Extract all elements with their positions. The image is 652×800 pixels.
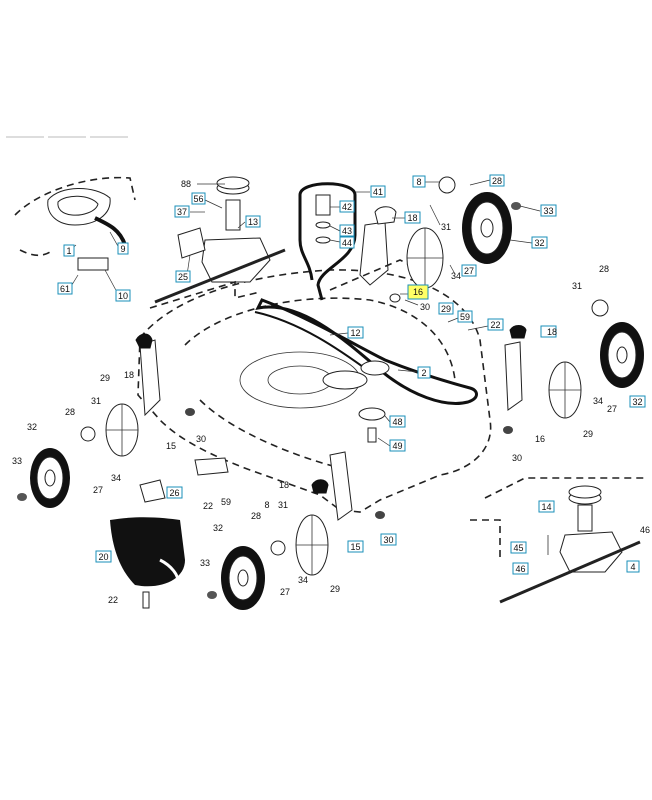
callout-29-top[interactable]: 29 (441, 304, 451, 314)
callout-18-right[interactable]: 18 (547, 327, 557, 337)
callout-20[interactable]: 20 (98, 552, 108, 562)
drive-belt (254, 298, 478, 405)
front-left-assembly (17, 333, 195, 508)
callout-32-bottom[interactable]: 32 (213, 523, 223, 533)
callout-27-left[interactable]: 27 (93, 485, 103, 495)
callout-59-mid[interactable]: 59 (221, 497, 231, 507)
rear-right-assembly (329, 176, 521, 303)
callout-4[interactable]: 4 (630, 562, 635, 572)
callout-28-left[interactable]: 28 (65, 407, 75, 417)
callout-8-bottom[interactable]: 8 (264, 500, 269, 510)
callout-46-right[interactable]: 46 (640, 525, 650, 535)
center-pulley (322, 360, 390, 443)
rear-deflector (110, 517, 185, 609)
callout-27-top[interactable]: 27 (464, 266, 474, 276)
inset-detail (298, 182, 357, 301)
gearbox-bottom (470, 477, 648, 604)
callout-15-left[interactable]: 15 (166, 441, 176, 451)
callout-32-top[interactable]: 32 (534, 238, 544, 248)
mower-deck (137, 269, 492, 513)
callout-37[interactable]: 37 (177, 207, 187, 217)
callout-49[interactable]: 49 (392, 441, 402, 451)
callout-31-top[interactable]: 31 (441, 222, 451, 232)
callout-30-left[interactable]: 30 (196, 434, 206, 444)
callout-22-mid[interactable]: 22 (203, 501, 213, 511)
callout-26[interactable]: 26 (169, 488, 179, 498)
callout-10[interactable]: 10 (118, 291, 128, 301)
callout-28-right[interactable]: 28 (599, 264, 609, 274)
callout-2[interactable]: 2 (421, 368, 426, 378)
callouts: 88 56 37 13 25 1 9 61 10 41 42 43 44 18 … (12, 174, 650, 605)
callout-56[interactable]: 56 (193, 194, 203, 204)
callout-9[interactable]: 9 (120, 244, 125, 254)
callout-34-top[interactable]: 34 (451, 271, 461, 281)
callout-13[interactable]: 13 (248, 217, 258, 227)
callout-88[interactable]: 88 (181, 179, 191, 189)
callout-61[interactable]: 61 (60, 284, 70, 294)
callout-27-bottom[interactable]: 27 (280, 587, 290, 597)
gearbox-top (149, 176, 286, 309)
callout-14[interactable]: 14 (541, 502, 551, 512)
callout-12[interactable]: 12 (350, 328, 360, 338)
callout-31-bottom[interactable]: 31 (278, 500, 288, 510)
callout-28-top[interactable]: 28 (492, 176, 502, 186)
callout-33-bottom[interactable]: 33 (200, 558, 210, 568)
callout-33-left[interactable]: 33 (12, 456, 22, 466)
callout-59-top[interactable]: 59 (460, 312, 470, 322)
callout-34-right[interactable]: 34 (593, 396, 603, 406)
callout-27-right[interactable]: 27 (607, 404, 617, 414)
callout-25-top[interactable]: 25 (178, 272, 188, 282)
callout-46[interactable]: 46 (515, 564, 525, 574)
front-right-assembly (503, 299, 644, 434)
callout-34-bottom[interactable]: 34 (298, 575, 308, 585)
callout-28-bottom[interactable]: 28 (251, 511, 261, 521)
callout-1[interactable]: 1 (66, 246, 71, 256)
callout-33-top[interactable]: 33 (543, 206, 553, 216)
callout-30-right[interactable]: 30 (512, 453, 522, 463)
leader-lines (69, 179, 541, 447)
callout-43[interactable]: 43 (342, 226, 352, 236)
callout-18-top[interactable]: 18 (407, 213, 417, 223)
callout-22-top[interactable]: 22 (490, 320, 500, 330)
callout-48[interactable]: 48 (392, 417, 402, 427)
callout-30-bottom[interactable]: 30 (383, 535, 393, 545)
callout-16-highlighted[interactable]: 16 (413, 287, 423, 297)
callout-18-left[interactable]: 18 (124, 370, 134, 380)
discharge-chute (14, 176, 136, 271)
callout-45[interactable]: 45 (513, 543, 523, 553)
callout-15-bottom[interactable]: 15 (350, 542, 360, 552)
callout-34-left[interactable]: 34 (111, 473, 121, 483)
callout-18-bottom[interactable]: 18 (279, 480, 289, 490)
callout-29-left[interactable]: 29 (100, 373, 110, 383)
callout-30-top[interactable]: 30 (420, 302, 430, 312)
callout-29-bottom[interactable]: 29 (330, 584, 340, 594)
callout-31-left[interactable]: 31 (91, 396, 101, 406)
rear-left-assembly (139, 451, 385, 610)
callout-32-left[interactable]: 32 (27, 422, 37, 432)
callout-32-right[interactable]: 32 (632, 397, 642, 407)
callout-29-right[interactable]: 29 (583, 429, 593, 439)
callout-44[interactable]: 44 (342, 238, 352, 248)
callout-22-bottom[interactable]: 22 (108, 595, 118, 605)
callout-42[interactable]: 42 (342, 202, 352, 212)
callout-41[interactable]: 41 (373, 187, 383, 197)
callout-31-right[interactable]: 31 (572, 281, 582, 291)
callout-16-right[interactable]: 16 (535, 434, 545, 444)
callout-8-top[interactable]: 8 (416, 177, 421, 187)
